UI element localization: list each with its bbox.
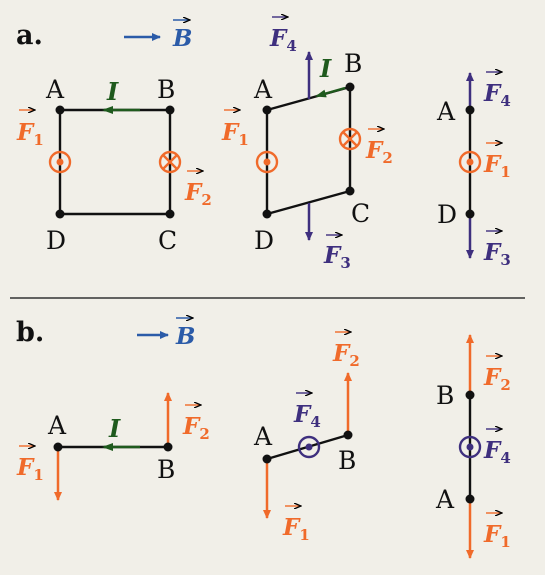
point-d-dot	[55, 209, 65, 219]
point-b-dot-b2	[343, 430, 353, 440]
force-f2-label-b2: F2	[332, 332, 360, 370]
force-f1-label-a3: F1	[483, 143, 511, 181]
field-b-indicator-b: B	[137, 318, 195, 350]
section-b-label: b.	[16, 317, 44, 348]
force-f4-label-a3: F4	[483, 72, 511, 110]
current-label-a2: I	[319, 54, 332, 83]
svg-text:F3: F3	[483, 239, 511, 269]
svg-text:F4: F4	[483, 437, 511, 467]
svg-text:F4: F4	[483, 80, 511, 110]
rotated-loop: A B C D I F4 F3	[221, 17, 393, 272]
section-b: b. B I A B F1 F2	[16, 317, 511, 559]
point-c-label-2: C	[351, 199, 370, 228]
svg-text:F2: F2	[332, 340, 360, 370]
svg-text:F3: F3	[323, 242, 351, 272]
point-a-label-b2: A	[253, 422, 273, 451]
point-c-label: C	[158, 226, 177, 255]
force-f2-label-a1: F2	[184, 171, 212, 209]
point-d-label-3: D	[437, 200, 457, 229]
field-b-indicator-a: B	[124, 20, 192, 52]
section-a-label: a.	[16, 20, 43, 51]
point-b-label-2: B	[344, 49, 362, 78]
point-a-dot-b2	[262, 454, 272, 464]
force-f4-label-b2: F4	[293, 393, 321, 431]
field-b-symbol-b: B	[175, 323, 195, 350]
point-a-label-2: A	[253, 75, 273, 104]
point-b-dot-b3	[465, 390, 475, 400]
force-f1-label-b3: F1	[483, 513, 511, 551]
point-a-dot-b1	[53, 442, 63, 452]
current-label-a1: I	[106, 77, 119, 106]
point-b-dot	[165, 105, 175, 115]
force-f3-label-a3: F3	[483, 231, 511, 269]
svg-text:F2: F2	[365, 137, 393, 167]
force-f1-label-a2: F1	[221, 110, 249, 149]
point-a-label-b1: A	[47, 411, 67, 440]
current-label-b1: I	[108, 414, 121, 443]
segment-ab-tilted: A B F4 F2 F1	[253, 332, 360, 544]
point-a-label: A	[45, 75, 65, 104]
point-a-dot-2	[262, 105, 272, 115]
edge-on-view-a: A D F4 F1 F3	[436, 72, 511, 269]
point-a-label-b3: A	[435, 485, 455, 514]
segment-ab-flat: I A B F1 F2	[16, 392, 210, 501]
point-a-dot-3	[465, 105, 475, 115]
out-of-page-dot-icon	[255, 150, 279, 174]
point-b-dot-b1	[163, 442, 173, 452]
out-of-page-dot-icon	[48, 150, 72, 174]
svg-text:F4: F4	[269, 25, 297, 55]
point-b-label: B	[157, 75, 175, 104]
section-a: a. B I A B C D	[16, 17, 511, 272]
point-d-dot-2	[262, 209, 272, 219]
force-f2-label-b3: F2	[483, 356, 511, 394]
out-of-page-dot-icon	[458, 435, 482, 459]
force-f4-label-a2: F4	[269, 17, 297, 55]
svg-text:F1: F1	[221, 119, 249, 149]
point-a-label-3: A	[436, 97, 456, 126]
square-loop: I A B C D F1	[16, 75, 212, 255]
svg-text:F1: F1	[16, 454, 44, 484]
force-f1-label-b2: F1	[282, 506, 310, 544]
force-f1-label-a1: F1	[16, 110, 44, 149]
point-a-dot-b3	[465, 494, 475, 504]
point-b-dot-2	[345, 82, 355, 92]
point-d-label-2: D	[254, 226, 274, 255]
force-f1-label-b1: F1	[16, 446, 44, 484]
force-f3-label-a2: F3	[323, 235, 351, 272]
out-of-page-dot-icon	[458, 150, 482, 174]
svg-text:F1: F1	[483, 151, 511, 181]
point-c-dot	[165, 209, 175, 219]
svg-text:F1: F1	[483, 521, 511, 551]
force-f2-label-b1: F2	[182, 405, 210, 443]
point-b-label-b1: B	[157, 455, 175, 484]
svg-text:F2: F2	[182, 413, 210, 443]
wire-dc-2	[266, 189, 351, 216]
point-b-label-b2: B	[338, 446, 356, 475]
into-page-cross-icon	[338, 127, 362, 151]
svg-text:F1: F1	[282, 514, 310, 544]
point-d-label: D	[46, 226, 66, 255]
force-f4-label-b3: F4	[483, 429, 511, 467]
svg-text:F4: F4	[293, 401, 321, 431]
point-c-dot-2	[345, 186, 355, 196]
into-page-cross-icon	[158, 150, 182, 174]
svg-text:F2: F2	[184, 179, 212, 209]
force-f2-label-a2: F2	[365, 129, 393, 167]
point-d-dot-3	[465, 209, 475, 219]
svg-text:F2: F2	[483, 364, 511, 394]
field-b-symbol: B	[172, 25, 192, 52]
point-a-dot	[55, 105, 65, 115]
current-arrow-icon	[315, 86, 346, 98]
edge-on-view-b: B A F2 F4 F1	[435, 334, 511, 559]
svg-text:F1: F1	[16, 119, 44, 149]
point-b-label-b3: B	[436, 381, 454, 410]
out-of-page-dot-icon	[297, 435, 321, 459]
